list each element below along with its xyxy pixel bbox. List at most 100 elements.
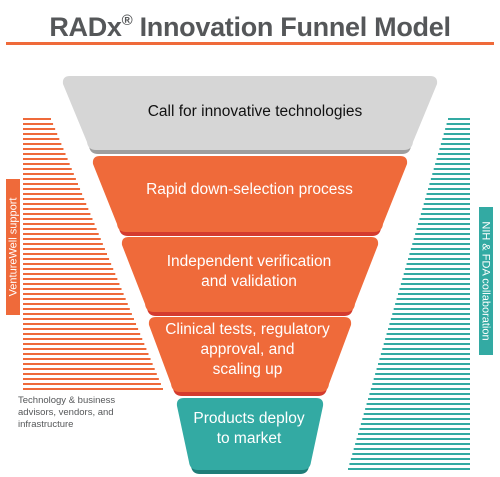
left-wedge-stripe [23, 118, 51, 120]
right-wedge-stripe [373, 378, 470, 380]
right-wedge-stripe [426, 193, 470, 195]
right-wedge-stripe [410, 248, 470, 250]
right-wedge-stripe [390, 318, 470, 320]
left-wedge-stripe [23, 178, 76, 180]
left-wedge-stripe [23, 368, 155, 370]
stage-clinical-tests [148, 317, 352, 392]
stage-label-clinical-tests: Clinical tests, regulatory approval, and… [165, 321, 330, 378]
right-wedge-stripe [359, 428, 470, 430]
right-wedge-stripe [369, 393, 470, 395]
left-wedge-stripe [23, 218, 93, 220]
left-wedge-stripe [23, 228, 97, 230]
left-wedge-stripe [23, 258, 110, 260]
stage-label-verification-validation: Independent verification and validation [166, 253, 332, 290]
left-wedge-stripe [23, 313, 132, 315]
left-wedge-stripe [23, 333, 141, 335]
right-wedge-stripe [368, 398, 470, 400]
right-striped-wedge [348, 118, 470, 470]
right-wedge-stripe [372, 383, 470, 385]
right-wedge-stripe [396, 298, 470, 300]
title-underline [6, 42, 494, 45]
right-wedge-stripe [433, 168, 470, 170]
funnel-stages [62, 76, 438, 474]
left-wedge-stripe [23, 308, 130, 310]
right-wedge-stripe [360, 423, 470, 425]
left-wedge-stripe [23, 343, 145, 345]
left-wedge-stripe [23, 248, 105, 250]
right-wedge-stripe [356, 438, 470, 440]
left-wedge-stripe [23, 388, 163, 390]
right-wedge-stripe [435, 163, 470, 165]
left-wedge-stripe [23, 298, 126, 300]
right-wedge-stripe [415, 233, 470, 235]
right-wedge-stripe [350, 458, 470, 460]
left-wedge-stripe [23, 288, 122, 290]
right-wedge-stripe [423, 203, 470, 205]
left-wedge-stripe [23, 318, 134, 320]
stage-call-for-technologies [62, 76, 438, 150]
right-wedge-stripe [352, 453, 470, 455]
left-wedge-stripe [23, 223, 95, 225]
stage-label-call-for-technologies: Call for innovative technologies [147, 103, 363, 120]
right-wedge-stripe [393, 308, 470, 310]
left-wedge-stripe [23, 208, 89, 210]
left-wedge-stripe [23, 283, 120, 285]
left-wedge-stripe [23, 158, 68, 160]
right-wedge-stripe [365, 408, 470, 410]
left-striped-wedge [23, 118, 163, 390]
nih-fda-collaboration-label: NIH & FDA collaboration [479, 207, 493, 355]
left-wedge-stripe [23, 148, 64, 150]
right-wedge-stripe [446, 123, 470, 125]
right-wedge-stripe [388, 328, 470, 330]
left-wedge-stripe [23, 203, 87, 205]
right-wedge-stripe [416, 228, 470, 230]
right-wedge-stripe [370, 388, 470, 390]
right-wedge-stripe [425, 198, 470, 200]
right-wedge-stripe [386, 333, 470, 335]
left-wedge-stripe [23, 303, 128, 305]
right-wedge-stripe [395, 303, 470, 305]
title-rest: Innovation Funnel Model [132, 12, 451, 42]
right-wedge-stripe [402, 278, 470, 280]
support-note: Technology & business advisors, vendors,… [18, 395, 116, 430]
right-wedge-stripe [382, 348, 470, 350]
right-wedge-stripe [430, 178, 470, 180]
left-wedge-stripe [23, 353, 149, 355]
right-wedge-stripe [355, 443, 470, 445]
left-wedge-stripe [23, 143, 62, 145]
right-wedge-stripe [422, 208, 470, 210]
right-wedge-stripe [408, 258, 470, 260]
right-wedge-stripe [428, 188, 470, 190]
left-wedge-stripe [23, 358, 151, 360]
left-wedge-stripe [23, 328, 139, 330]
right-wedge-stripe [443, 133, 470, 135]
right-wedge-stripe [366, 403, 470, 405]
left-wedge-stripe [23, 323, 137, 325]
left-wedge-stripe [23, 383, 161, 385]
left-wedge-stripe [23, 348, 147, 350]
left-wedge-stripe [23, 198, 85, 200]
right-wedge-stripe [413, 238, 470, 240]
right-wedge-stripe [353, 448, 470, 450]
right-wedge-stripe [406, 263, 470, 265]
right-wedge-stripe [436, 158, 470, 160]
right-wedge-stripe [375, 373, 470, 375]
stage-label-products-deploy: Products deploy to market [193, 410, 305, 447]
right-wedge-stripe [348, 468, 470, 470]
right-wedge-stripe [380, 353, 470, 355]
left-wedge-stripe [23, 373, 157, 375]
stage-label-down-selection: Rapid down-selection process [146, 181, 353, 198]
right-wedge-stripe [379, 358, 470, 360]
stage-verification-validation [121, 237, 379, 312]
diagram-title: RADx® Innovation Funnel Model [0, 4, 500, 44]
right-wedge-stripe [399, 288, 470, 290]
right-wedge-stripe [363, 413, 470, 415]
left-wedge-stripe [23, 193, 83, 195]
left-wedge-stripe [23, 243, 103, 245]
right-wedge-stripe [405, 268, 470, 270]
right-wedge-stripe [412, 243, 470, 245]
right-wedge-stripe [392, 313, 470, 315]
venturewell-support-label: VentureWell support [6, 179, 20, 315]
left-wedge-stripe [23, 133, 58, 135]
